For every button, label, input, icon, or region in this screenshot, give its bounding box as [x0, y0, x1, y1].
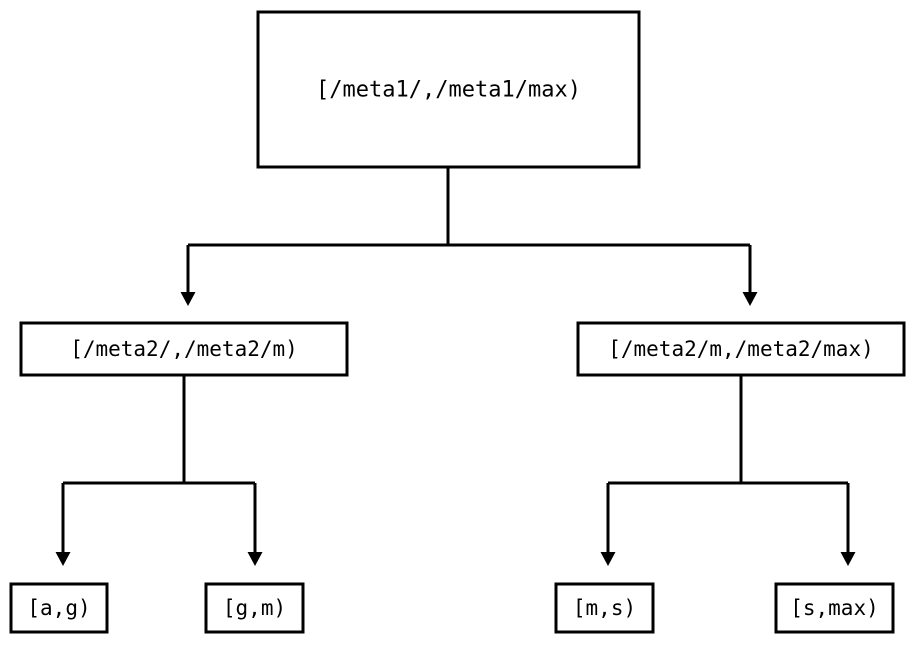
- node-leaf-smax-box[interactable]: [774, 582, 895, 634]
- node-leaf-ag-box[interactable]: [9, 582, 109, 634]
- node-leaf-ms[interactable]: [m,s): [554, 582, 655, 634]
- node-left-mid-label: [/meta2/,/meta2/m): [70, 337, 298, 361]
- node-root[interactable]: [/meta1/,/meta1/max): [256, 10, 641, 169]
- node-leaf-ms-box[interactable]: [554, 582, 655, 634]
- node-root-box[interactable]: [256, 10, 641, 169]
- arrow-head-right-mid: [742, 292, 758, 306]
- edge-root-to-mid-nodes: [180, 167, 758, 306]
- arrow-head-leaf-ms: [600, 552, 616, 566]
- node-root-label: [/meta1/,/meta1/max): [316, 78, 581, 103]
- arrow-head-left-mid: [180, 292, 196, 306]
- edge-right-mid-to-leaves: [600, 375, 856, 566]
- node-right-mid-box[interactable]: [576, 321, 906, 377]
- node-leaf-smax-label: [s,max): [790, 596, 879, 620]
- node-leaf-ms-label: [m,s): [573, 596, 636, 620]
- node-leaf-gm-label: [g,m): [223, 596, 286, 620]
- node-leaf-ag[interactable]: [a,g): [9, 582, 109, 634]
- edge-left-mid-to-leaves: [55, 375, 263, 566]
- arrow-head-leaf-smax: [840, 552, 856, 566]
- node-right-mid-label: [/meta2/m,/meta2/max): [608, 337, 874, 361]
- node-right-mid[interactable]: [/meta2/m,/meta2/max): [576, 321, 906, 377]
- arrow-head-leaf-ag: [55, 552, 71, 566]
- node-left-mid-box[interactable]: [19, 321, 349, 377]
- node-leaf-gm[interactable]: [g,m): [204, 582, 305, 634]
- node-left-mid[interactable]: [/meta2/,/meta2/m): [19, 321, 349, 377]
- node-leaf-ag-label: [a,g): [27, 596, 90, 620]
- arrow-head-leaf-gm: [247, 552, 263, 566]
- node-leaf-gm-box[interactable]: [204, 582, 305, 634]
- node-leaf-smax[interactable]: [s,max): [774, 582, 895, 634]
